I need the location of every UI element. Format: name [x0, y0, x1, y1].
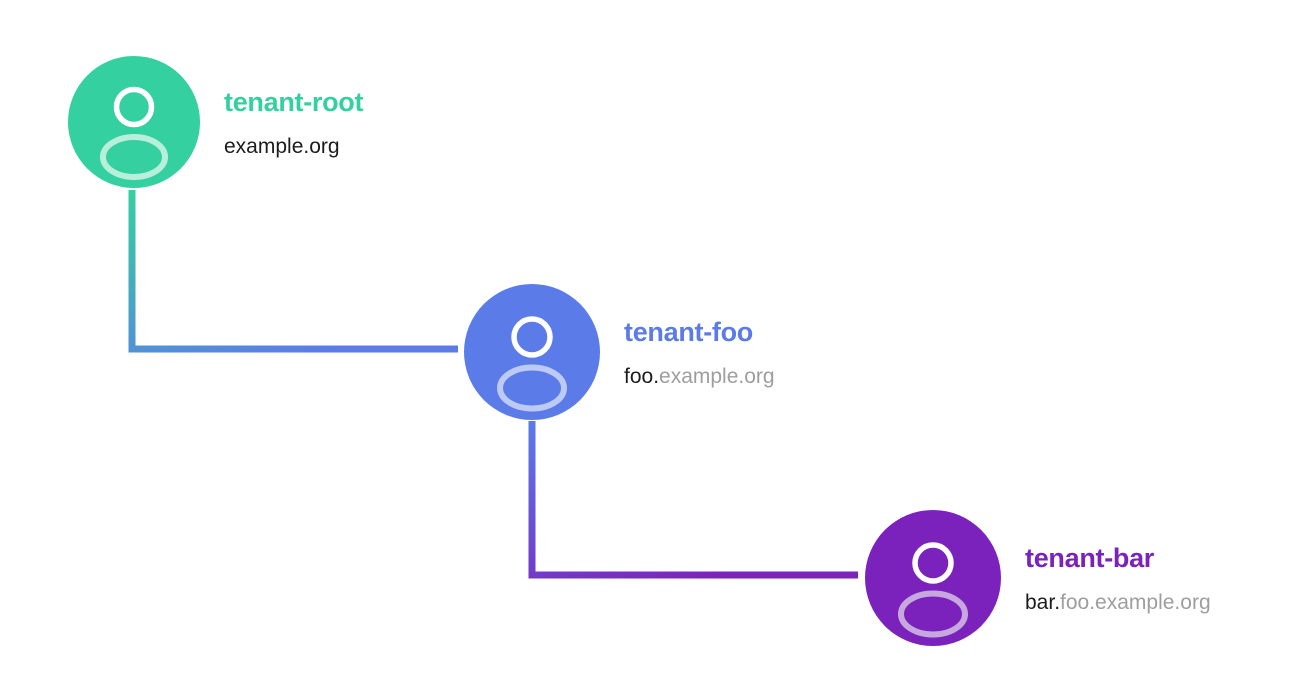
node-subtitle-local: foo.	[624, 365, 660, 389]
node-title: tenant-foo	[624, 316, 753, 347]
node-subtitle-local: bar.	[1025, 591, 1061, 615]
node-text: tenant-root example.org	[224, 86, 364, 159]
node-subtitle: example.org	[224, 135, 363, 158]
node-text: tenant-bar bar.foo.example.org	[1025, 542, 1211, 615]
tenant-node-tenant-root[interactable]: tenant-root example.org	[68, 56, 363, 188]
person-avatar-icon	[100, 86, 168, 180]
tenant-node-tenant-bar[interactable]: tenant-bar bar.foo.example.org	[865, 510, 1211, 646]
node-text: tenant-foo foo.example.org	[624, 316, 775, 389]
avatar[interactable]	[464, 284, 600, 420]
connector-foo-to-bar	[528, 421, 858, 579]
node-subtitle: bar.foo.example.org	[1025, 591, 1211, 614]
node-title: tenant-bar	[1025, 542, 1155, 573]
tenant-node-tenant-foo[interactable]: tenant-foo foo.example.org	[464, 284, 775, 420]
node-title: tenant-root	[224, 86, 364, 117]
node-subtitle-parent: foo.example.org	[1060, 591, 1211, 615]
node-subtitle: foo.example.org	[624, 365, 775, 388]
person-avatar-icon	[497, 316, 567, 412]
node-subtitle-parent: example.org	[659, 365, 775, 389]
person-avatar-icon	[898, 542, 968, 638]
avatar[interactable]	[68, 56, 200, 188]
connector-root-to-foo	[128, 190, 458, 353]
avatar[interactable]	[865, 510, 1001, 646]
node-subtitle-local: example.org	[224, 135, 340, 159]
